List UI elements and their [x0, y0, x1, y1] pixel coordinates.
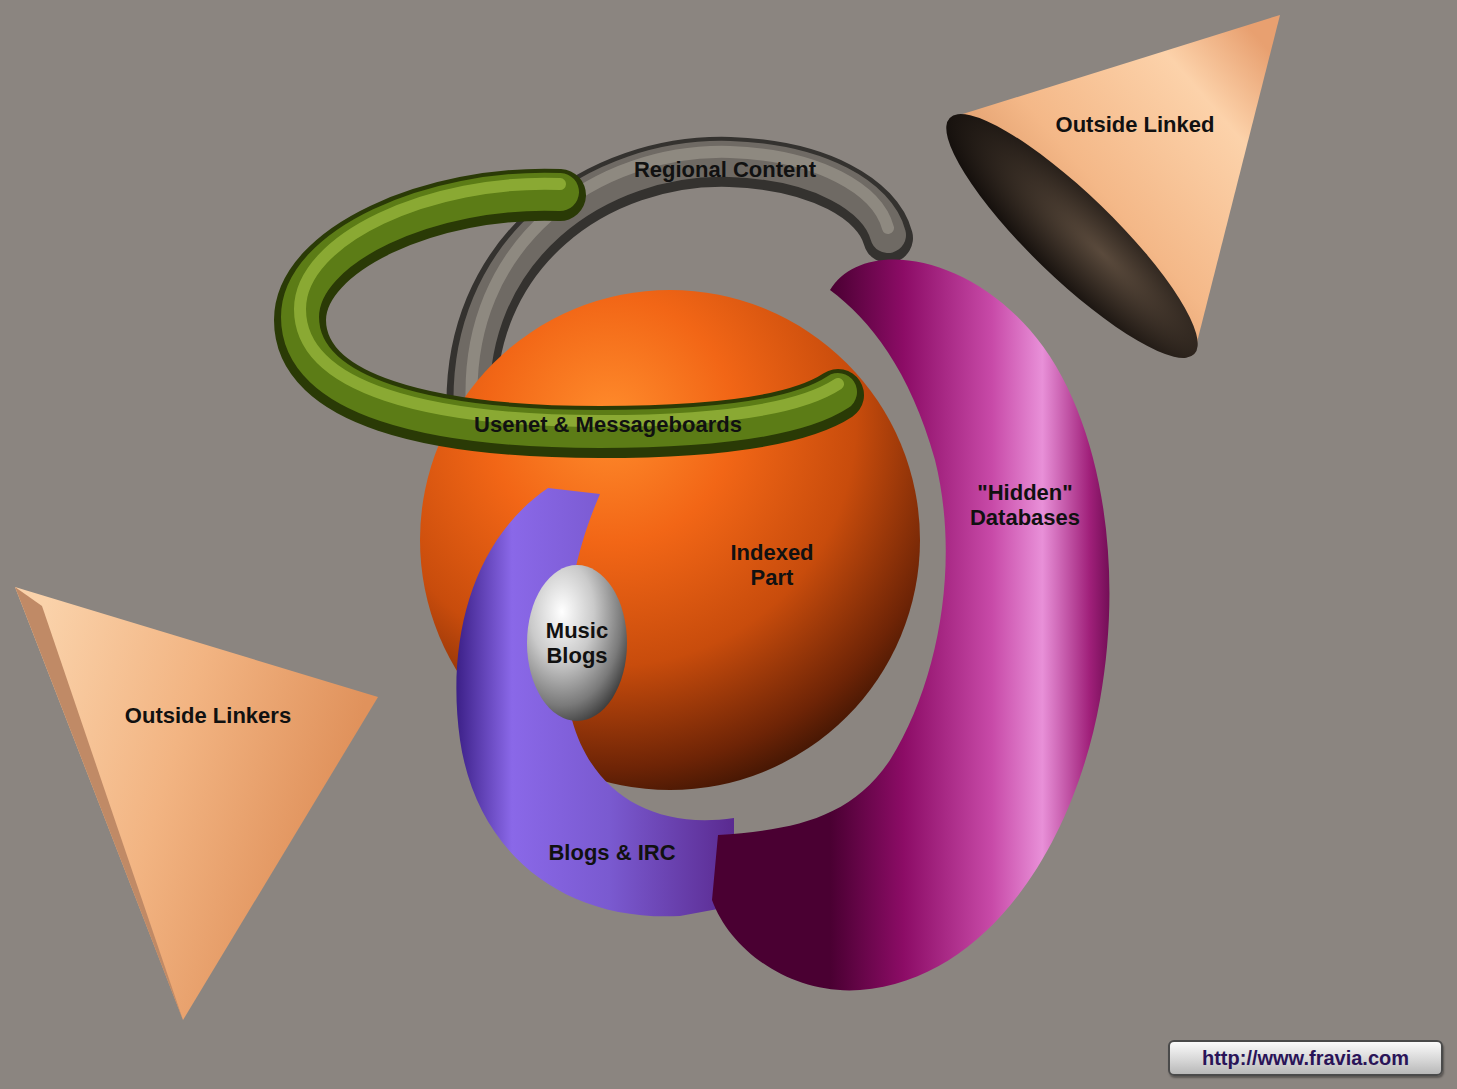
ring-band: Blogs & IRC [548, 840, 675, 865]
ring-band: Usenet & Messageboards [474, 412, 742, 437]
ring-band: Regional Content [634, 157, 816, 182]
node-text: Music Blogs [537, 618, 617, 669]
cone-node: Outside Linked [1056, 112, 1215, 137]
node-text: Usenet & Messageboards [474, 412, 742, 437]
cone-node: Outside Linkers [125, 703, 291, 728]
usenet-ring [300, 184, 838, 432]
databases-ring [712, 259, 1109, 990]
linked-cone [921, 15, 1280, 384]
watermark-url: http://www.fravia.com [1184, 1046, 1427, 1070]
music-ellipsoid [527, 565, 627, 721]
node-text: Blogs & IRC [548, 840, 675, 865]
node-text: Outside Linked [1056, 112, 1215, 137]
node-text: "Hidden" Databases [960, 480, 1090, 531]
ellipsoid-node: Music Blogs [537, 618, 617, 669]
watermark-badge: http://www.fravia.com [1168, 1040, 1443, 1076]
node-text: Regional Content [634, 157, 816, 182]
linkers-cone [15, 587, 378, 1020]
node-text: Outside Linkers [125, 703, 291, 728]
ring-band: "Hidden" Databases [960, 480, 1090, 531]
node-text: Indexed Part [722, 540, 822, 591]
blogs-ring [456, 488, 734, 916]
sphere-node: Indexed Part [722, 540, 822, 591]
